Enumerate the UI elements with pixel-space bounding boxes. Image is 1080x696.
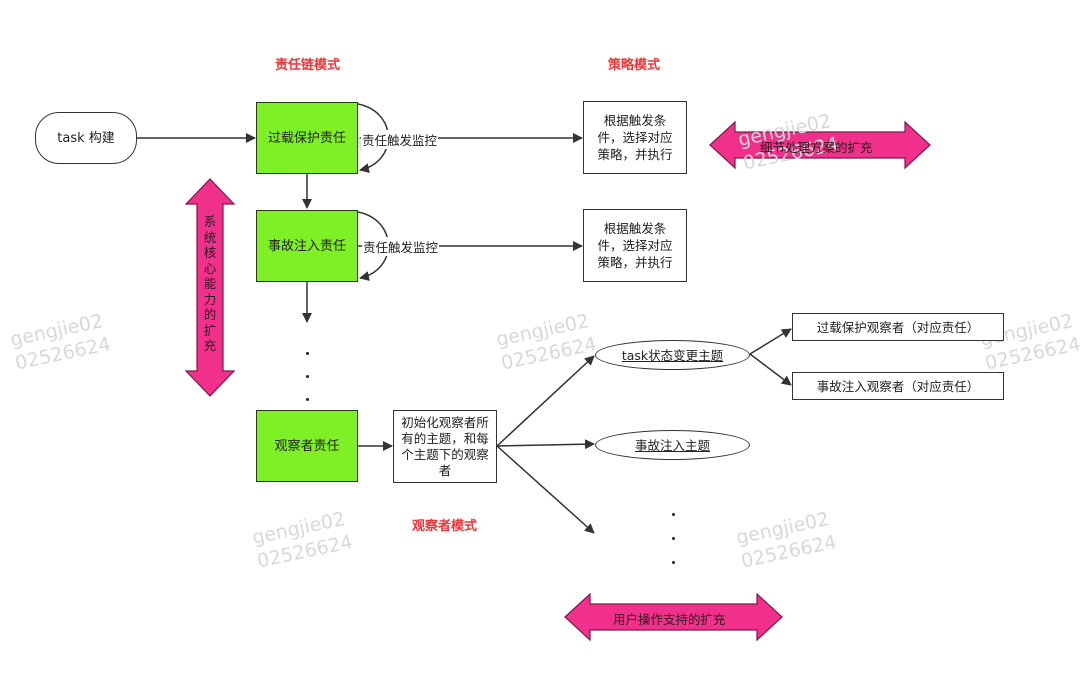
strategy-node-1[interactable]: 根据触发条件，选择对应策略，并执行 xyxy=(583,101,687,174)
monitor-label-1: 责任触发监控 xyxy=(361,130,439,149)
chain-pattern-title: 责任链模式 xyxy=(275,58,341,73)
task-build-node[interactable]: task 构建 xyxy=(35,112,137,164)
extension-arrow-detail xyxy=(709,120,931,170)
arrow-init-to-more xyxy=(496,445,595,534)
ellipsis-dot xyxy=(672,561,675,564)
arrow-topic-to-overload-observer xyxy=(749,328,792,355)
ellipsis-dot xyxy=(306,352,309,355)
ellipsis-dot xyxy=(306,398,309,401)
strategy-node-2[interactable]: 根据触发条件，选择对应策略，并执行 xyxy=(583,209,687,282)
arrow-init-to-task-topic xyxy=(496,355,595,447)
arrow-init-to-fault-topic xyxy=(496,439,595,450)
detail-extension-label: 细节处理方案的扩充 xyxy=(760,140,873,155)
fault-injection-node[interactable]: 事故注入责任 xyxy=(256,210,358,282)
observer-init-node[interactable]: 初始化观察者所有的主题，和每个主题下的观察者 xyxy=(393,410,497,483)
fault-observer-node[interactable]: 事故注入观察者（对应责任） xyxy=(792,372,1004,400)
extension-arrow-system xyxy=(184,178,236,397)
system-extension-label: 系统核心能力的扩充 xyxy=(203,214,217,353)
arrow-topic-to-fault-observer xyxy=(749,353,792,386)
task-state-topic-node[interactable]: task状态变更主题 xyxy=(595,340,750,370)
user-extension-label: 用户操作支持的扩充 xyxy=(613,612,726,627)
overload-protection-node[interactable]: 过载保护责任 xyxy=(256,102,358,174)
strategy-pattern-title: 策略模式 xyxy=(608,58,661,73)
monitor-label-2: 责任触发监控 xyxy=(362,237,440,256)
observer-pattern-title: 观察者模式 xyxy=(412,519,478,534)
observer-responsibility-node[interactable]: 观察者责任 xyxy=(256,410,358,482)
overload-observer-node[interactable]: 过载保护观察者（对应责任） xyxy=(792,313,1004,341)
ellipsis-dot xyxy=(306,375,309,378)
extension-arrow-user xyxy=(564,592,783,642)
ellipsis-dot xyxy=(672,537,675,540)
fault-topic-node[interactable]: 事故注入主题 xyxy=(595,430,750,460)
ellipsis-dot xyxy=(672,513,675,516)
